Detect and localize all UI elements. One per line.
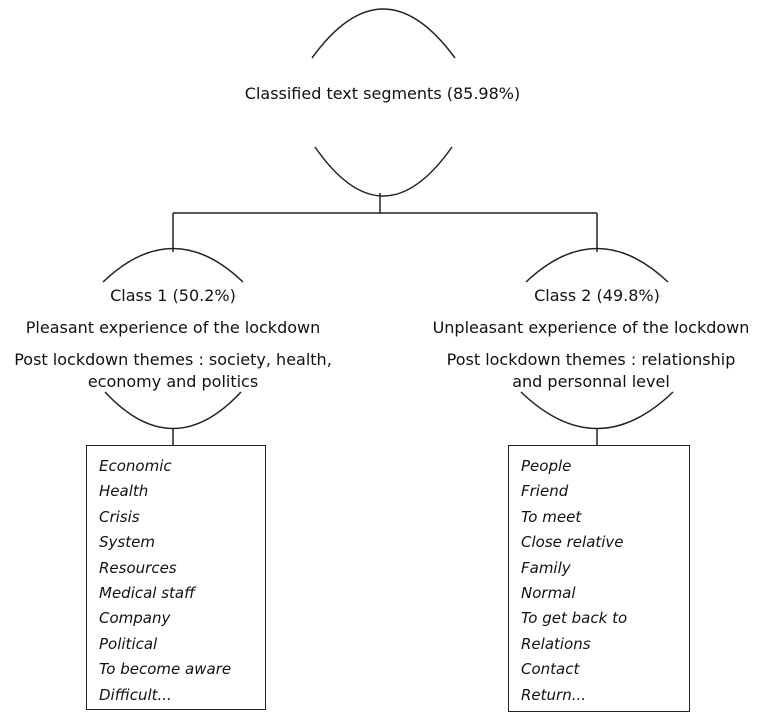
- root-arc-top: [311, 8, 456, 59]
- list-item: Friend: [521, 482, 569, 501]
- class1-arc-top: [102, 247, 244, 283]
- list-item: Medical staff: [99, 584, 195, 603]
- list-item: Political: [99, 634, 158, 653]
- class2-word-box: People Friend To meet Close relative Fam…: [508, 445, 690, 712]
- list-item: To become aware: [99, 660, 232, 679]
- class1-title: Class 1 (50.2%): [110, 286, 236, 305]
- root-arc-bottom: [314, 146, 453, 197]
- class2-themes-line1: Post lockdown themes : relationship: [446, 350, 736, 369]
- class2-arc-top: [525, 247, 669, 283]
- list-item: Economic: [99, 457, 172, 475]
- list-item: To get back to: [521, 609, 628, 628]
- list-item: Difficult...: [99, 685, 172, 704]
- list-item: Health: [99, 482, 149, 501]
- list-item: Return...: [521, 685, 587, 704]
- class1-themes-line1: Post lockdown themes : society, health,: [14, 350, 332, 369]
- list-item: Company: [99, 609, 171, 628]
- class1-experience: Pleasant experience of the lockdown: [25, 318, 321, 337]
- list-item: Close relative: [521, 533, 624, 552]
- class2-experience: Unpleasant experience of the lockdown: [432, 318, 750, 337]
- list-item: Normal: [521, 584, 576, 603]
- class1-arc-bottom: [104, 391, 242, 430]
- class1-word-box: Economic Health Crisis System Resources …: [86, 445, 266, 710]
- root-node-label: Classified text segments (85.98%): [244, 84, 521, 103]
- class1-word-list: Economic Health Crisis System Resources …: [87, 446, 265, 708]
- list-item: Crisis: [99, 507, 140, 526]
- list-item: Contact: [521, 660, 580, 679]
- class2-word-list: People Friend To meet Close relative Fam…: [509, 446, 689, 708]
- list-item: People: [521, 457, 572, 475]
- class2-arc-bottom: [520, 391, 674, 430]
- list-item: System: [99, 533, 155, 552]
- class2-title: Class 2 (49.8%): [534, 286, 660, 305]
- list-item: Relations: [521, 634, 591, 653]
- list-item: Family: [521, 558, 571, 577]
- list-item: To meet: [521, 507, 582, 526]
- class1-themes-line2: economy and politics: [87, 372, 259, 391]
- list-item: Resources: [99, 558, 177, 577]
- class2-themes-line2: and personnal level: [512, 372, 670, 391]
